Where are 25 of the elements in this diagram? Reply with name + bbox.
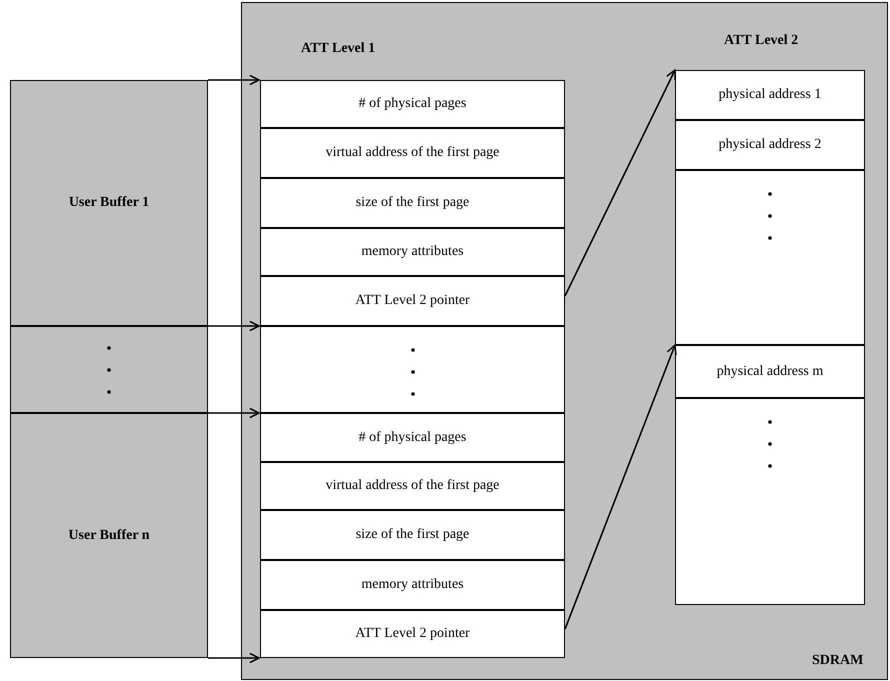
panel-label: SDRAM <box>812 653 864 669</box>
table-row: # of physical pages <box>260 413 565 462</box>
arrow <box>208 652 260 664</box>
table-row: memory attributes <box>260 560 565 610</box>
arrow <box>208 320 260 332</box>
table-row: size of the first page <box>260 510 565 560</box>
memory-panel <box>241 2 888 680</box>
table-heading: ATT Level 2 <box>724 33 798 49</box>
arrow <box>564 69 676 296</box>
table-row: physical address 2 <box>675 120 865 170</box>
table-row: memory attributes <box>260 228 565 276</box>
table-row <box>675 170 865 345</box>
table-row: virtual address of the first page <box>260 462 565 510</box>
buffer-block: User Buffer 1 <box>10 80 208 326</box>
arrow <box>208 408 260 418</box>
arrow <box>208 74 260 86</box>
table-row <box>260 326 565 413</box>
buffer-block: User Buffer n <box>10 413 208 658</box>
arrow <box>564 344 677 630</box>
table-heading: ATT Level 1 <box>301 41 376 57</box>
table-row: virtual address of the first page <box>260 128 565 178</box>
table-row: physical address m <box>675 345 865 398</box>
table-row: ATT Level 2 pointer <box>260 276 565 326</box>
table-row: size of the first page <box>260 178 565 228</box>
buffer-block <box>10 326 208 413</box>
